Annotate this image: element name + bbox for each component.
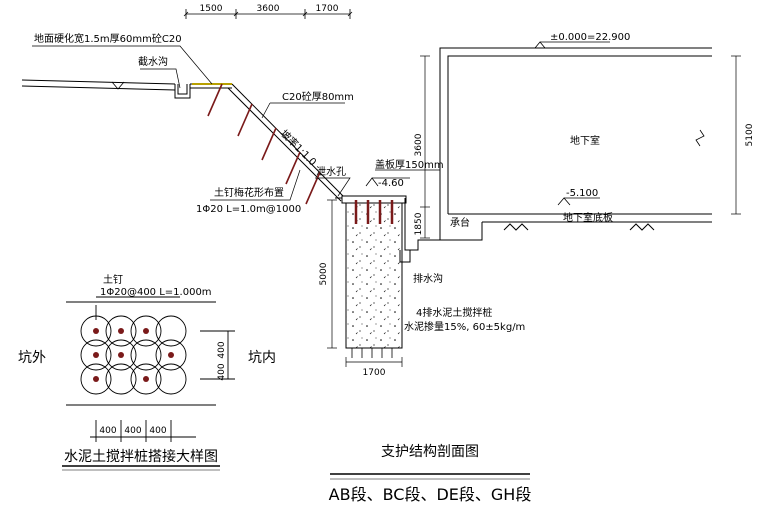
label-dim-1850: 1850 (414, 212, 424, 235)
label-pile-desc-2: 水泥掺量15%, 60±5kg/m (404, 320, 525, 333)
label-detail-nail-spec: 1Φ20@400 L=1.000m (100, 287, 212, 298)
label-ground-harden: 地面硬化宽1.5m厚60mm砼C20 (34, 32, 182, 45)
elevation-markers (365, 41, 610, 206)
label-detail-dim-h3: 400 (149, 426, 166, 436)
title-underlines (62, 465, 530, 480)
label-detail-dim-v1: 400 (217, 341, 227, 358)
pile-dimensions (327, 199, 403, 367)
cap-beam (341, 195, 407, 204)
label-detail-nail: 土钉 (103, 273, 123, 286)
label-detail-dim-v2: 400 (217, 363, 227, 380)
label-basement: 地下室 (570, 134, 600, 147)
label-sub-title: AB段、BC段、DE段、GH段 (329, 485, 532, 504)
label-detail-outside: 坑外 (18, 350, 46, 366)
ground-marker (111, 81, 125, 90)
label-detail-dim-h2: 400 (124, 426, 141, 436)
pile-rebars (354, 200, 394, 224)
basement-dimensions (420, 55, 741, 239)
label-drain-ditch-top: 截水沟 (138, 55, 168, 68)
label-detail-title: 水泥土搅拌桩搭接大样图 (64, 448, 218, 465)
soil-nails (207, 83, 321, 205)
pile-base-ticks (351, 348, 393, 358)
dim-1500: 1500 (200, 4, 223, 14)
break-symbol (695, 129, 705, 147)
label-elev-bottom: -4.60 (378, 178, 404, 189)
mixing-pile-column (345, 199, 403, 349)
label-drain-hole: 泄水孔 (316, 165, 346, 178)
label-dim-3600: 3600 (414, 133, 424, 156)
label-dim-5000: 5000 (319, 262, 329, 285)
dim-1700-top: 1700 (316, 4, 339, 14)
leaders (32, 45, 440, 201)
label-slope: 坡率1:1.0 (278, 127, 319, 168)
detail-nail-dots (93, 328, 174, 382)
label-pile-desc-1: 4排水泥土搅拌桩 (416, 306, 492, 319)
detail-grid (66, 296, 235, 442)
label-basement-floor: 地下室底板 (563, 211, 613, 224)
label-nail-spec: 1Φ20 L=1.0m@1000 (196, 204, 301, 215)
top-dimension (183, 9, 353, 19)
basement-structure (399, 47, 712, 263)
label-shotcrete: C20砼厚80mm (282, 90, 354, 103)
label-cap-beam: 盖板厚150mm (375, 158, 444, 171)
label-dim-1700-bottom: 1700 (363, 368, 386, 378)
label-elev-top: ±0.000=22.900 (550, 32, 630, 43)
label-dim-5100: 5100 (745, 123, 755, 146)
label-detail-dim-h1: 400 (99, 426, 116, 436)
label-nail-arrangement: 土钉梅花形布置 (214, 186, 284, 199)
label-pile-cap: 承台 (450, 216, 470, 229)
label-main-title: 支护结构剖面图 (381, 444, 479, 460)
label-drain-ditch-bottom: 排水沟 (413, 272, 443, 285)
dim-3600-top: 3600 (257, 4, 280, 14)
label-elev-basement-floor: -5.100 (566, 188, 598, 199)
label-detail-inside: 坑内 (248, 350, 276, 366)
foundation-pile-symbols (503, 223, 655, 231)
